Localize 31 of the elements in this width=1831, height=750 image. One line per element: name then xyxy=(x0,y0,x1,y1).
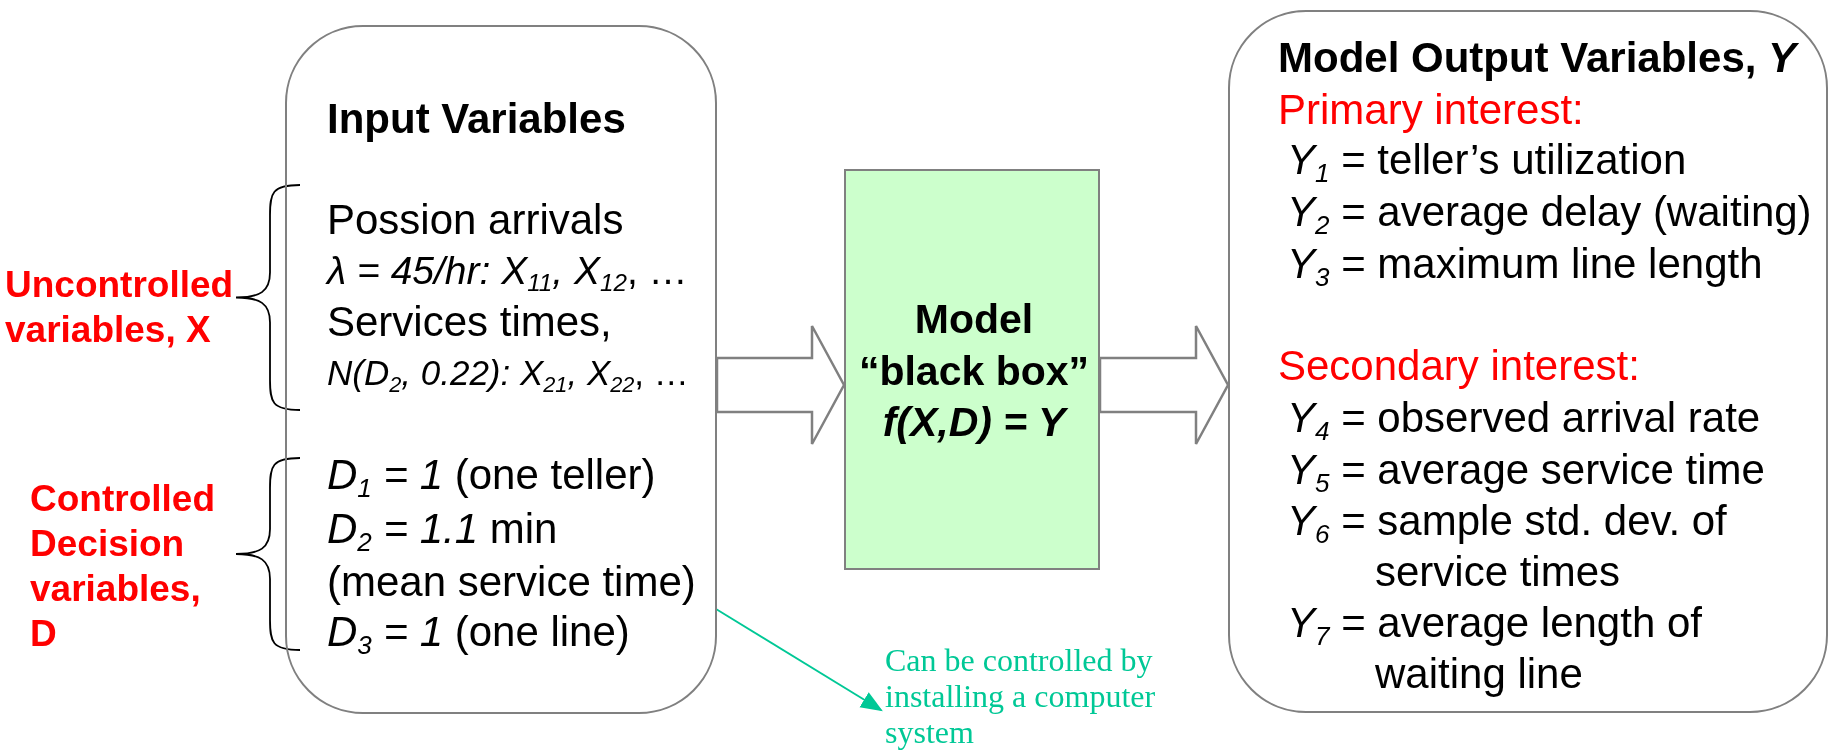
input-variables-box xyxy=(285,25,717,714)
output-variables-box xyxy=(1228,10,1828,713)
section-heading: Primary interest: xyxy=(1278,85,1585,135)
brace-label: Uncontrolled variables, X xyxy=(5,263,235,352)
block-arrow xyxy=(1098,324,1230,446)
list-item: Possion arrivals xyxy=(327,195,625,245)
list-item: D$_{1}$ = 1 (one teller) xyxy=(327,450,657,500)
list-item: D$_{2}$ = 1.1 min xyxy=(327,504,559,554)
list-item: D$_{3}$ = 1 (one line) xyxy=(327,607,631,657)
list-item: N(D$_{2}$, 0.22): X$_{21}$, X$_{22}$, … xyxy=(327,352,690,398)
formula-text: f(X,D) = Y xyxy=(881,398,1069,447)
list-item: Y$_{1}$ = teller’s utilization xyxy=(1287,135,1688,185)
model-box xyxy=(844,169,1100,570)
list-item: Y$_{2}$ = average delay (waiting) xyxy=(1287,187,1813,237)
list-item: Y$_{6}$ = sample std. dev. of service times xyxy=(1287,496,1728,597)
box-heading: Input Variables xyxy=(327,94,627,144)
list-item: λ = 45/hr: X$_{11}$, X$_{12}$, … xyxy=(327,248,689,296)
list-item: Y$_{5}$ = average service time xyxy=(1287,445,1766,495)
box-title: “black box” xyxy=(857,347,1091,396)
box-title: Model xyxy=(913,295,1035,344)
annotation-text: Can be controlled by installing a computer system xyxy=(885,642,1157,750)
list-item: Y$_{3}$ = maximum line length xyxy=(1287,239,1764,289)
box-heading: Model Output Variables, Y xyxy=(1278,33,1800,83)
block-arrow xyxy=(715,324,846,446)
list-item: (mean service time) xyxy=(327,557,697,607)
list-item: Y$_{7}$ = average length of waiting line xyxy=(1287,598,1703,699)
leader-arrow xyxy=(715,608,883,712)
list-item: Services times, xyxy=(327,297,613,347)
section-heading: Secondary interest: xyxy=(1278,341,1641,391)
list-item: Y$_{4}$ = observed arrival rate xyxy=(1287,393,1762,443)
brace-label: Controlled Decision variables, D xyxy=(30,477,216,656)
